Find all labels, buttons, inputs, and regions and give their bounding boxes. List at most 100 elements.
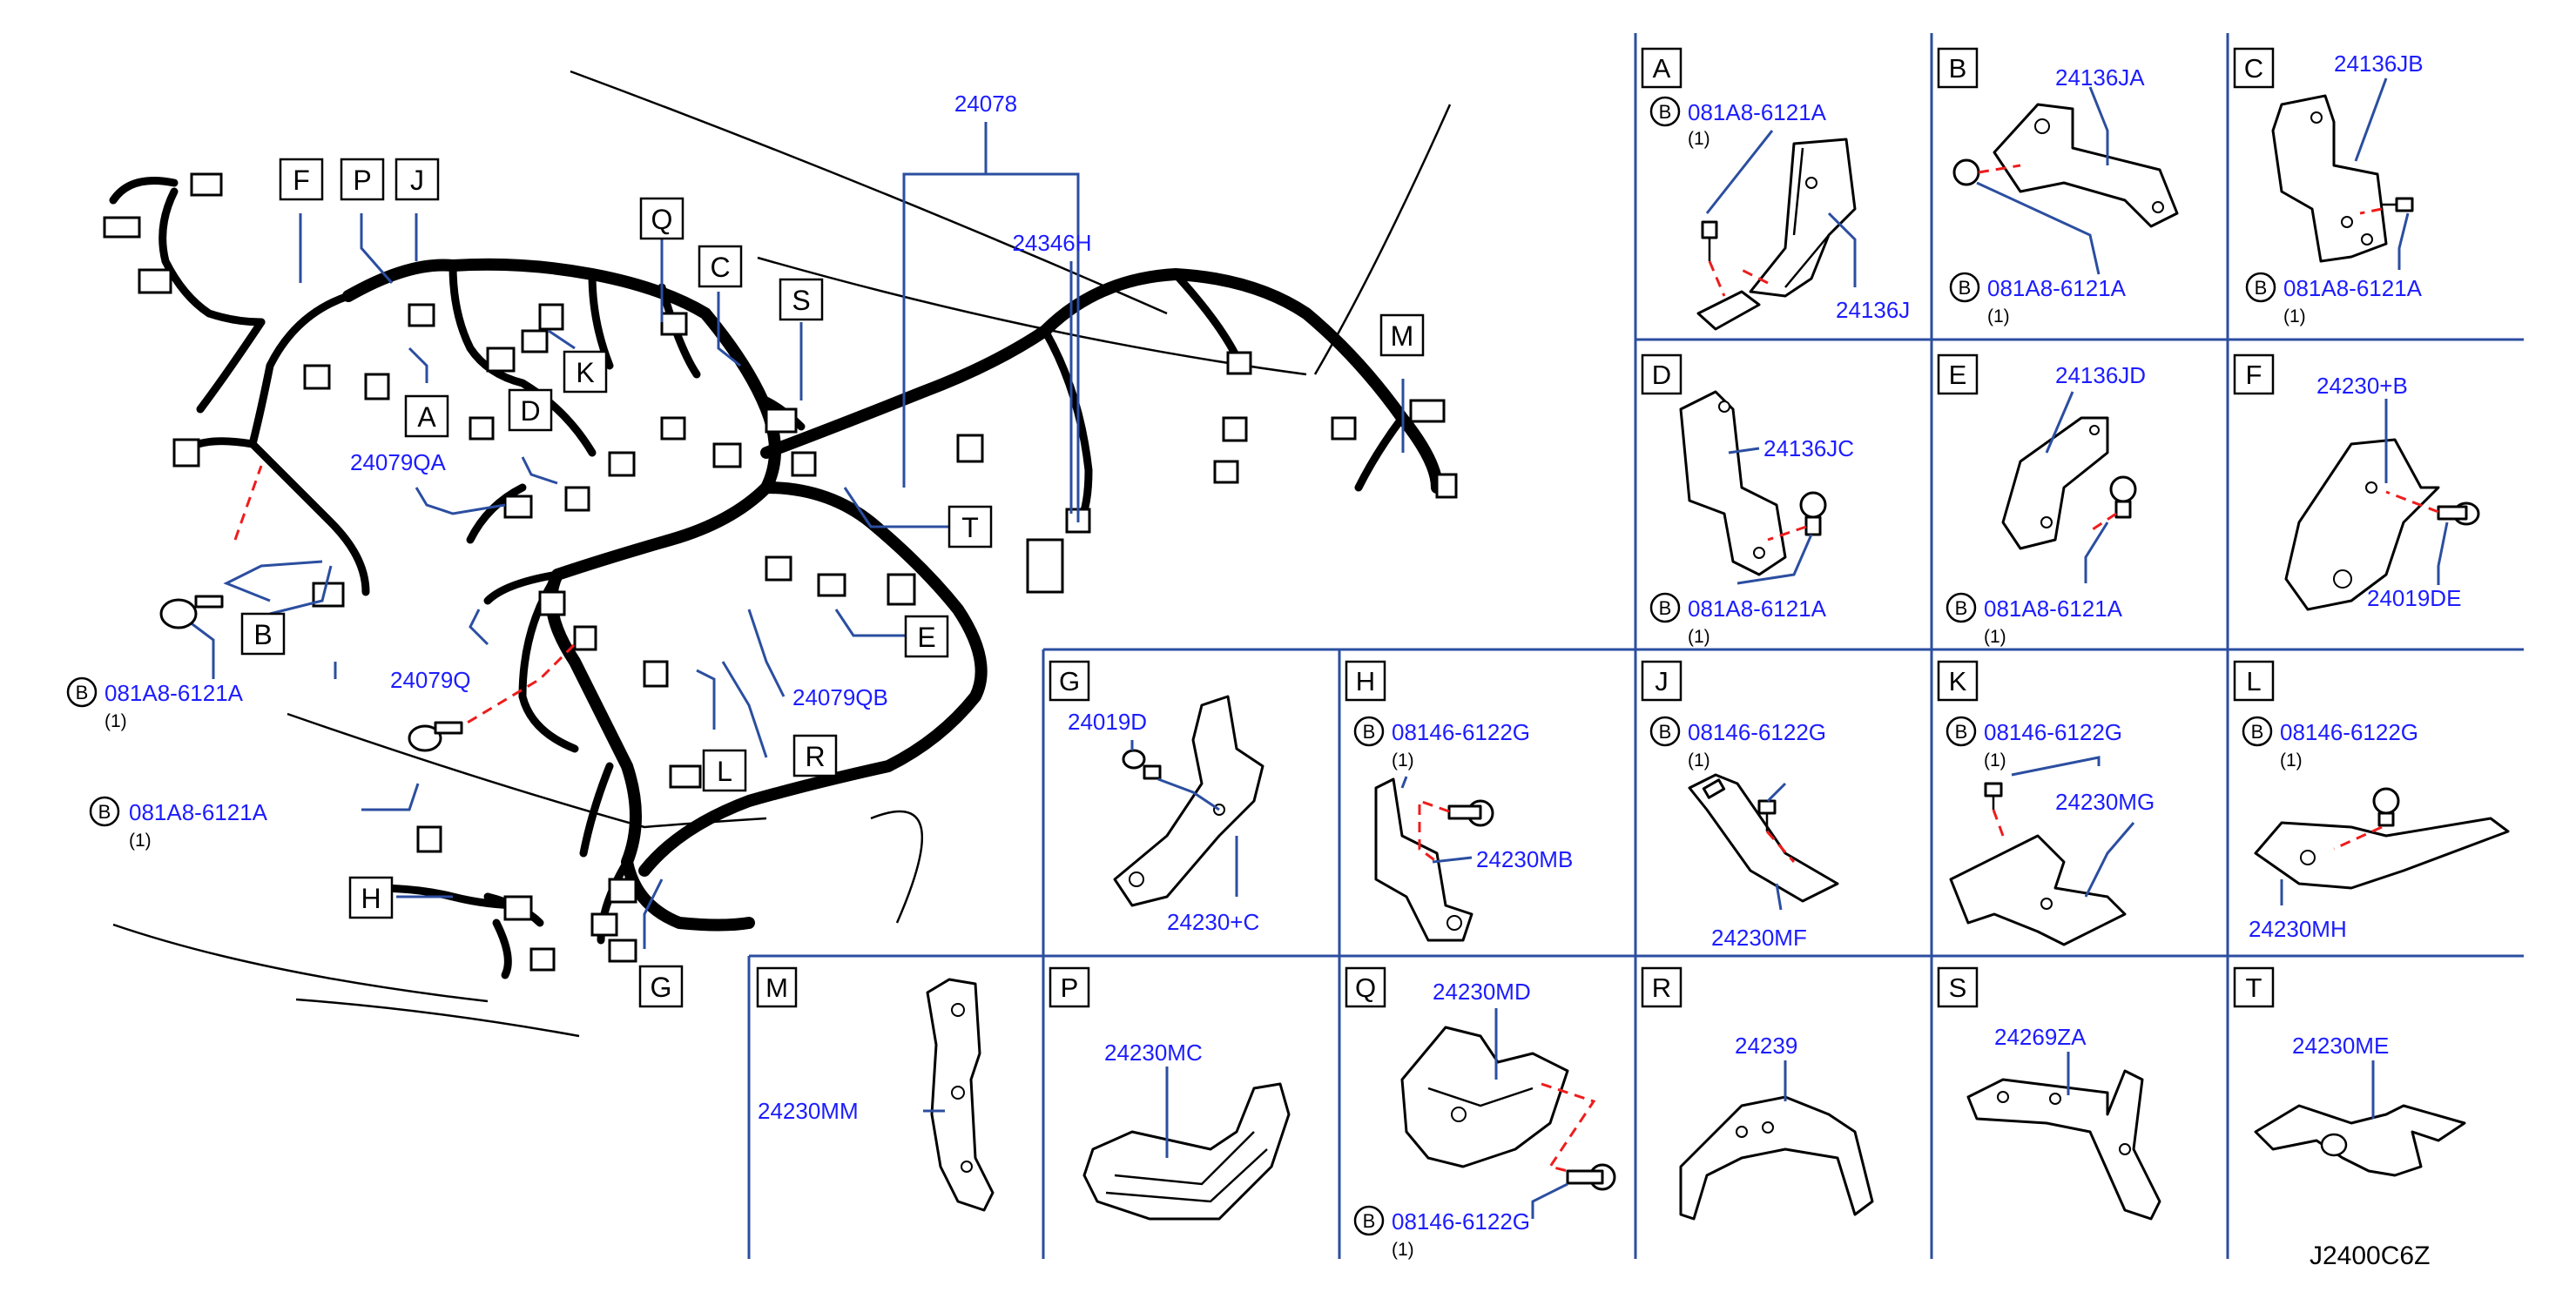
key-H: H (348, 876, 394, 919)
svg-text:08146-6122G: 08146-6122G (2280, 719, 2418, 745)
svg-text:081A8-6121A: 081A8-6121A (1987, 275, 2127, 301)
cell-M: M 24230MM (756, 966, 995, 1212)
key-T: T (947, 505, 993, 548)
svg-text:B: B (1659, 721, 1672, 743)
main-leaders (178, 122, 1405, 949)
label-24346H: 24346H (1012, 230, 1091, 256)
svg-text:G: G (1059, 666, 1080, 696)
svg-text:24230MM: 24230MM (758, 1098, 859, 1124)
main-dashed-lines (233, 465, 577, 733)
svg-text:24230MF: 24230MF (1711, 925, 1807, 951)
svg-text:(1): (1) (2280, 750, 2303, 770)
svg-text:B: B (1659, 101, 1672, 123)
label-24078: 24078 (954, 91, 1017, 117)
main-harness-illustration (103, 70, 1458, 1038)
cell-J: J B 08146-6122G (1) 24230MF (1641, 660, 1839, 951)
svg-text:24136J: 24136J (1836, 297, 1910, 323)
cell-H: H B 08146-6122G (1) 24230MB (1345, 660, 1573, 942)
svg-text:Q: Q (1355, 972, 1376, 1003)
svg-text:24230MB: 24230MB (1476, 846, 1573, 872)
main-part-labels: 24078 24346H 24079QA 24079Q 24079QB B 08… (66, 91, 1092, 851)
key-G: G (638, 965, 684, 1008)
svg-text:24230MD: 24230MD (1433, 979, 1531, 1005)
svg-text:B: B (1949, 53, 1967, 84)
key-K: K (563, 350, 608, 394)
svg-text:(1): (1) (1984, 750, 2006, 770)
svg-text:M: M (1391, 320, 1414, 352)
svg-text:24269ZA: 24269ZA (1994, 1024, 2087, 1050)
svg-text:24239: 24239 (1735, 1033, 1797, 1059)
svg-text:08146-6122G: 08146-6122G (1392, 719, 1530, 745)
svg-text:F: F (293, 165, 310, 196)
cell-L: L B 08146-6122G (1) 24230MH (2233, 660, 2510, 942)
cell-R: R 24239 (1641, 966, 1874, 1221)
svg-text:S: S (792, 285, 810, 316)
svg-text:24136JA: 24136JA (2055, 64, 2145, 91)
key-L: L (702, 749, 747, 792)
main-bolt-1 (159, 595, 224, 629)
main-bolt-callout-1: B 081A8-6121A (1) (66, 676, 244, 731)
svg-text:24136JC: 24136JC (1763, 435, 1854, 461)
key-A: A (404, 394, 449, 438)
key-B: B (240, 612, 286, 656)
svg-text:(1): (1) (1392, 750, 1414, 770)
svg-text:24136JD: 24136JD (2055, 362, 2146, 388)
svg-text:(1): (1) (129, 831, 152, 851)
key-J: J (394, 158, 440, 201)
key-R: R (792, 734, 838, 777)
svg-text:E: E (1949, 360, 1967, 390)
svg-text:B: B (2251, 721, 2264, 743)
svg-text:24230MG: 24230MG (2055, 789, 2155, 815)
svg-text:R: R (805, 741, 825, 772)
svg-text:24230+B: 24230+B (2316, 373, 2408, 399)
svg-text:24136JB: 24136JB (2334, 50, 2424, 77)
svg-text:(1): (1) (1688, 750, 1710, 770)
key-E: E (904, 615, 949, 658)
svg-text:D: D (1652, 360, 1671, 390)
svg-text:C: C (710, 252, 730, 283)
svg-text:B: B (98, 801, 111, 823)
svg-text:081A8-6121A: 081A8-6121A (1688, 596, 1827, 622)
svg-text:H: H (361, 883, 381, 914)
svg-text:081A8-6121A: 081A8-6121A (1688, 99, 1827, 125)
svg-text:081A8-6121A: 081A8-6121A (105, 680, 244, 706)
cell-T: T 24230ME (2233, 966, 2466, 1177)
key-S: S (779, 278, 824, 321)
key-C: C (698, 245, 743, 288)
svg-text:S: S (1949, 972, 1967, 1003)
svg-text:08146-6122G: 08146-6122G (1688, 719, 1826, 745)
svg-text:G: G (651, 972, 672, 1003)
svg-text:K: K (576, 357, 594, 388)
svg-text:24019D: 24019D (1068, 709, 1147, 735)
cell-E: E 24136JD B 081A8-6121A (1) (1937, 353, 2146, 647)
cell-A: A B 081A8-6121A (1) 24136J (1641, 47, 1910, 331)
svg-text:R: R (1652, 972, 1671, 1003)
svg-text:H: H (1356, 666, 1375, 696)
svg-text:P: P (1061, 972, 1079, 1003)
svg-text:A: A (1653, 53, 1671, 84)
cell-P: P 24230MC (1049, 966, 1291, 1221)
key-M: M (1379, 313, 1425, 357)
main-bolt-callout-2: B 081A8-6121A (1) (89, 796, 268, 851)
svg-text:J: J (1655, 666, 1669, 696)
cell-K: K B 08146-6122G (1) 24230MG (1937, 660, 2155, 946)
svg-text:B: B (1955, 597, 1968, 619)
svg-text:24230ME: 24230ME (2292, 1033, 2389, 1059)
diagram-id: J2400C6Z (2310, 1242, 2430, 1270)
svg-text:24230MH: 24230MH (2249, 916, 2347, 942)
svg-text:08146-6122G: 08146-6122G (1984, 719, 2122, 745)
svg-text:C: C (2244, 53, 2263, 84)
key-P: P (340, 158, 385, 201)
grid-lines (747, 33, 2524, 1259)
svg-text:B: B (1659, 597, 1672, 619)
svg-text:08146-6122G: 08146-6122G (1392, 1208, 1530, 1235)
svg-text:081A8-6121A: 081A8-6121A (129, 799, 268, 825)
main-bolt-2 (408, 721, 463, 752)
cell-G: G 24019D 24230+C (1049, 660, 1264, 935)
svg-text:B: B (1363, 721, 1376, 743)
svg-text:(1): (1) (1984, 627, 2006, 647)
key-Q: Q (639, 197, 684, 240)
cell-B: B 24136JA B 081A8-6121A (1) (1937, 47, 2179, 326)
cell-Q: Q 24230MD B 08146-6122G (1) (1345, 966, 1616, 1260)
